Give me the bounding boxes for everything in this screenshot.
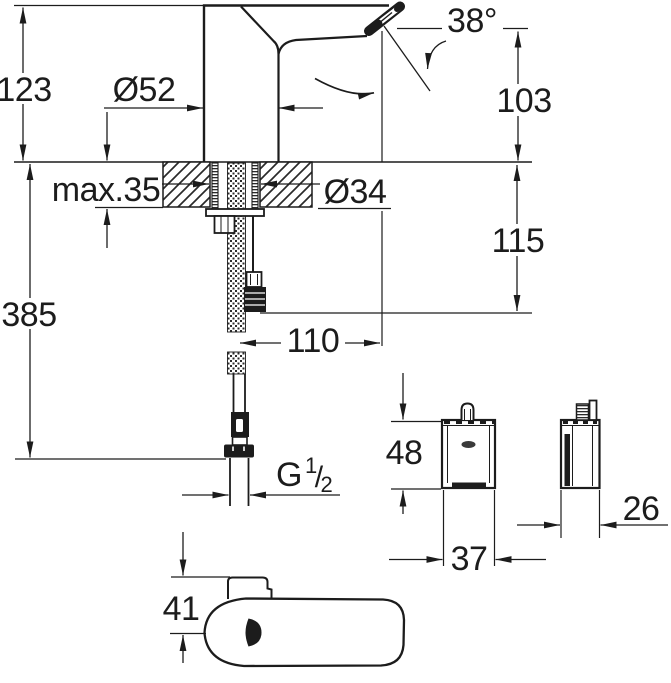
brand-logo-mark: [461, 441, 476, 448]
side-dark-bar: [564, 434, 570, 486]
cable-connector-plug: [244, 287, 266, 312]
dim-label-deck-thickness: max.35: [52, 171, 161, 209]
faucet-top-view: [203, 576, 406, 668]
angle-reference-line: [383, 25, 431, 92]
faucet-neck-outline: [240, 5, 280, 162]
dim-label-hole-diameter: Ø34: [324, 173, 387, 211]
shank-thread-left: [211, 162, 219, 210]
dim-label-base-diameter: Ø52: [113, 71, 176, 109]
dim-label-outlet-height: 103: [496, 82, 551, 120]
mounting-nut: [213, 215, 236, 234]
angle-arc-arrow: [425, 40, 447, 70]
dim-label-spout-reach: 110: [287, 322, 340, 360]
control-box-front-view: [440, 402, 497, 490]
dim-26-lines: [517, 490, 668, 538]
dim-385-lines: [15, 164, 226, 460]
faucet-side-view: [14, 1, 405, 162]
water-stream-arrow: [314, 77, 375, 100]
dimension-labels: 123 385 Ø52 max.35 Ø34 38° 103 115 110 G…: [0, 2, 660, 628]
body-top-view: [203, 597, 406, 668]
dim-37-lines: [389, 490, 546, 566]
dim-label-height-above-deck: 123: [0, 71, 52, 109]
faucet-body-outline: [202, 4, 389, 162]
dim-48-lines: [391, 373, 441, 514]
under-counter-assembly: [205, 162, 266, 506]
cable-connector-top: [245, 271, 263, 288]
gland-tab: [588, 399, 598, 421]
dim-label-spout-tip-offset: 41: [163, 590, 200, 628]
aerator-outlet: [364, 1, 405, 36]
mounting-washer: [205, 208, 265, 217]
dimension-lines: [15, 7, 668, 663]
fitting-neck: [231, 436, 248, 446]
sensor-window: [245, 618, 262, 647]
dim-41-lines: [170, 532, 230, 663]
shank-thread-right: [251, 162, 259, 210]
dim-label-box-height: 48: [386, 434, 423, 472]
spout-tip-top-view: [227, 576, 273, 599]
dim-label-spout-angle: 38°: [447, 2, 497, 40]
box-bottom-band: [452, 482, 486, 489]
control-box-side-view: [559, 399, 601, 490]
supply-hose-upper: [227, 162, 246, 333]
dim-label-box-depth: 26: [623, 490, 660, 528]
hex-nut: [224, 444, 254, 458]
dim-label-height-below-deck: 115: [492, 222, 545, 260]
dim-38deg-lines: [383, 25, 528, 92]
dim-52-lines: [103, 104, 323, 161]
cable-gland: [460, 402, 475, 420]
dim-label-box-width: 37: [451, 540, 488, 578]
dim-label-hose-length: 385: [1, 296, 56, 334]
supply-hose-lower: [227, 351, 246, 375]
hose-fitting: [231, 412, 249, 437]
cable-gland-side: [575, 403, 590, 421]
dim-34-lines: [162, 180, 391, 210]
spout-underside: [277, 34, 368, 55]
